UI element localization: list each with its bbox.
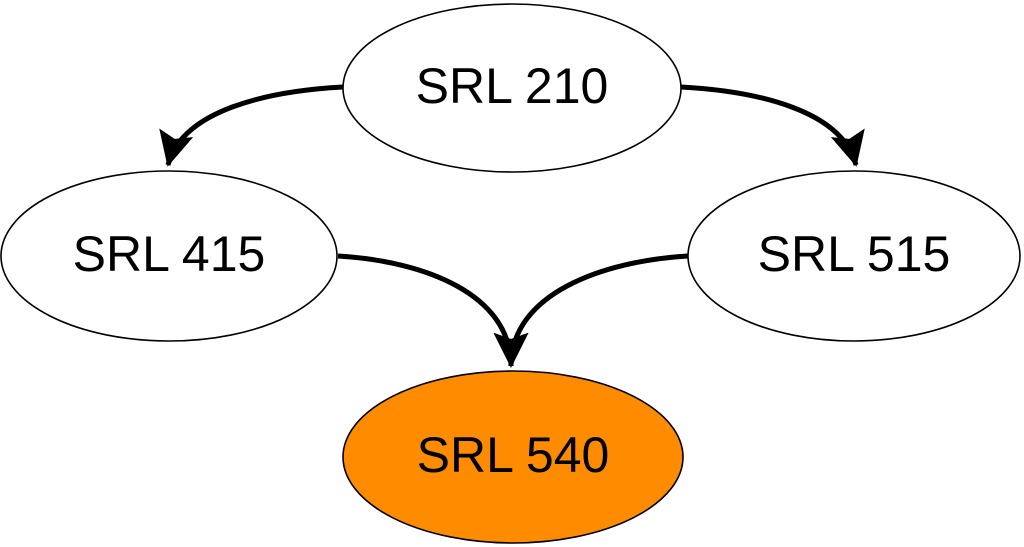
node-srl-210-shape (342, 3, 682, 173)
edge-srl415-to-srl540 (337, 253, 529, 368)
node-srl-415: SRL 415 (0, 170, 338, 342)
node-srl-540-label: SRL 540 (417, 427, 610, 483)
node-srl-210-label: SRL 210 (416, 58, 609, 114)
edges (159, 84, 865, 368)
node-srl-210: SRL 210 (342, 3, 682, 173)
edge-srl515-to-srl540 (493, 253, 689, 368)
node-srl-540: SRL 540 (342, 370, 684, 544)
node-srl-540-shape (342, 370, 684, 544)
node-srl-515-shape (687, 170, 1021, 342)
node-srl-515-label: SRL 515 (758, 226, 951, 282)
node-srl-415-label: SRL 415 (73, 226, 266, 282)
edge-srl210-to-srl515 (680, 84, 865, 167)
node-srl-415-shape (0, 170, 338, 342)
node-srl-515: SRL 515 (687, 170, 1021, 342)
edge-srl210-to-srl415 (159, 84, 344, 167)
